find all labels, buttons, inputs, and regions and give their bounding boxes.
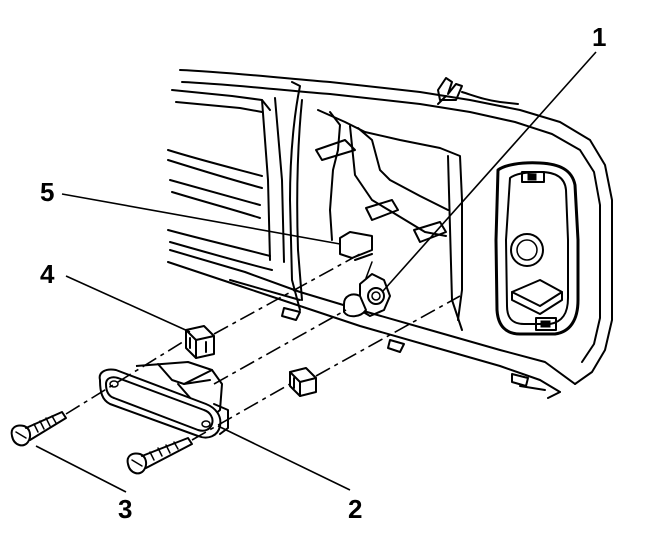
- screw-right: [126, 437, 193, 475]
- callout-3: 3: [118, 494, 132, 524]
- leader-4: [65, 275, 191, 333]
- leader-lines: [35, 51, 597, 493]
- clip-nut-lower: [289, 367, 317, 397]
- wire-clip-top: [437, 77, 519, 105]
- leader-2: [217, 425, 351, 491]
- leader-1: [382, 51, 597, 292]
- bulb-socket: [343, 261, 391, 318]
- callout-5: 5: [40, 177, 54, 207]
- parking-lamp: [98, 361, 229, 439]
- screw-left: [10, 411, 67, 447]
- clip-nut-upper: [185, 325, 215, 359]
- leader-3: [35, 445, 127, 493]
- alignment-lines: [65, 253, 461, 441]
- headlamp-pocket: [494, 161, 580, 336]
- leader-5: [61, 193, 341, 245]
- callouts: 1 2 3 4 5: [40, 22, 606, 524]
- callout-1: 1: [592, 22, 606, 52]
- callout-4: 4: [40, 259, 55, 289]
- grille-assembly: [167, 69, 613, 399]
- callout-2: 2: [348, 494, 362, 524]
